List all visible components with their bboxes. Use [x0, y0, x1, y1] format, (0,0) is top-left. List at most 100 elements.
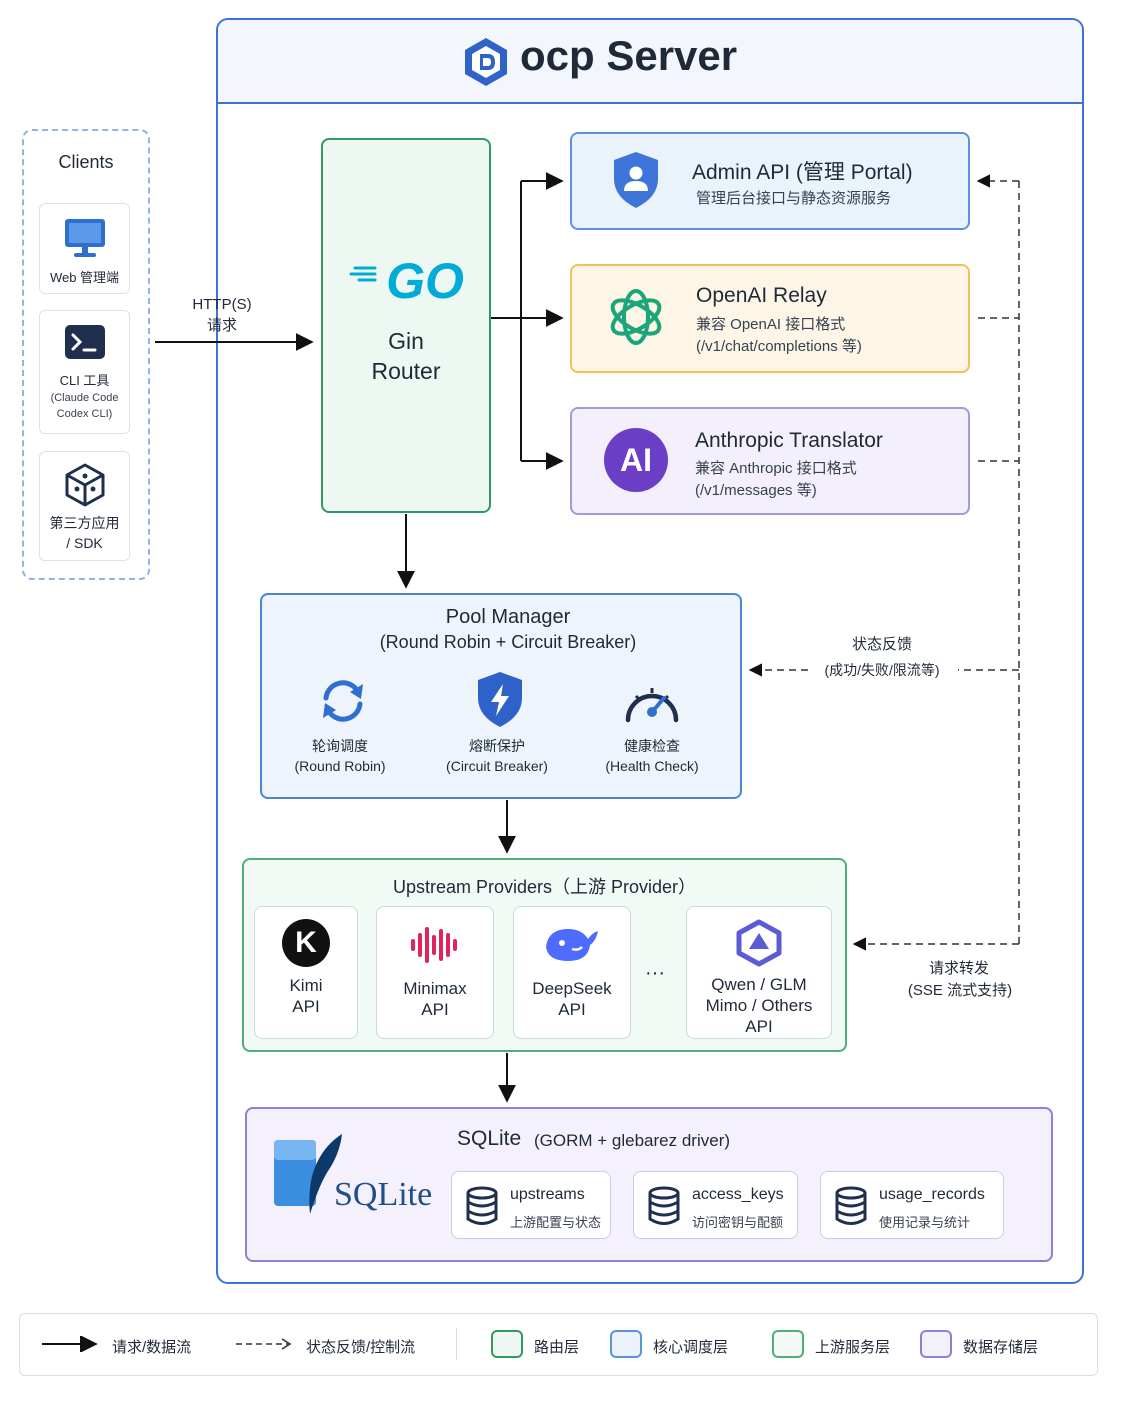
round-robin-icon: [323, 680, 363, 722]
provider-others-line-1: Qwen / GLM: [711, 975, 807, 994]
pool-health-check-sub: (Health Check): [605, 758, 699, 774]
legend-routing-label: 路由层: [534, 1339, 580, 1356]
client-sdk-label-2: / SDK: [66, 535, 103, 551]
openai-relay-sub-1: 兼容 OpenAI 接口格式: [696, 316, 846, 333]
provider-deepseek-api: API: [558, 1000, 586, 1019]
legend-solid-label: 请求/数据流: [112, 1339, 192, 1356]
client-cli-label: CLI 工具: [59, 373, 110, 388]
legend-dashed-label: 状态反馈/控制流: [306, 1339, 416, 1356]
pool-round-robin-sub: (Round Robin): [294, 758, 386, 774]
request-forward-label-1: 请求转发: [928, 960, 989, 977]
table-access-keys-desc: 访问密钥与配额: [692, 1215, 784, 1230]
anthropic-translator-sub-1: 兼容 Anthropic 接口格式: [695, 460, 857, 477]
http-label-2: 请求: [206, 317, 237, 334]
minimax-logo-icon: [411, 927, 457, 963]
terminal-icon: [64, 325, 105, 359]
request-forward-label-2: (SSE 流式支持): [907, 982, 1013, 999]
openai-logo-icon: [610, 289, 662, 345]
go-logo: GO: [386, 253, 464, 309]
client-cli-sub-1: (Claude Code: [50, 392, 119, 404]
provider-others-line-3: API: [745, 1017, 773, 1036]
table-upstreams[interactable]: upstreams 上游配置与状态: [451, 1171, 611, 1239]
legend-swatch-upstream: [772, 1330, 804, 1358]
client-cli[interactable]: CLI 工具 (Claude Code Codex CLI): [39, 310, 130, 434]
openai-relay-sub-2: (/v1/chat/completions 等): [696, 338, 862, 355]
database-icon: [466, 1186, 498, 1225]
openai-relay-title: OpenAI Relay: [696, 284, 827, 307]
providers-ellipsis: ···: [645, 962, 665, 984]
anthropic-translator-title: Anthropic Translator: [695, 429, 883, 452]
legend-upstream-label: 上游服务层: [815, 1339, 891, 1356]
pool-manager-sub: (Round Robin + Circuit Breaker): [379, 632, 637, 652]
client-web[interactable]: Web 管理端: [39, 203, 130, 294]
provider-deepseek[interactable]: DeepSeek API: [513, 906, 631, 1039]
table-upstreams-desc: 上游配置与状态: [510, 1215, 602, 1230]
admin-api-sub: 管理后台接口与静态资源服务: [696, 190, 892, 207]
gin-router-title-2: Router: [371, 358, 441, 384]
health-gauge-icon: [625, 688, 679, 723]
status-feedback-label-2: (成功/失败/限流等): [824, 662, 940, 678]
server-header: [218, 20, 1082, 104]
kimi-logo-icon: K: [282, 919, 330, 967]
status-feedback-label-1: 状态反馈: [851, 636, 912, 653]
clients-title: Clients: [58, 152, 114, 172]
pool-round-robin-label: 轮询调度: [312, 738, 368, 754]
client-cli-sub-2: Codex CLI): [56, 408, 113, 420]
legend-divider: [456, 1328, 457, 1360]
sqlite-title: SQLite: [457, 1127, 522, 1150]
legend-storage-label: 数据存储层: [963, 1339, 1039, 1356]
server-logo-icon: [465, 38, 507, 86]
gin-router-title-1: Gin: [388, 328, 424, 354]
client-sdk[interactable]: 第三方应用 / SDK: [39, 451, 130, 561]
sqlite-feather-icon: [274, 1134, 342, 1214]
table-usage-records-name: usage_records: [879, 1186, 985, 1203]
pool-circuit-breaker-sub: (Circuit Breaker): [446, 758, 548, 774]
gin-router-box: [321, 138, 491, 513]
openai-relay-card[interactable]: [570, 264, 970, 373]
server-title: ocp Server: [520, 32, 738, 79]
legend-core-label: 核心调度层: [653, 1339, 729, 1356]
provider-minimax-name: Minimax: [403, 979, 467, 998]
anthropic-translator-sub-2: (/v1/messages 等): [695, 482, 817, 499]
provider-others[interactable]: Qwen / GLM Mimo / Others API: [686, 906, 832, 1039]
pool-manager-title: Pool Manager: [445, 606, 571, 628]
upstream-providers-title: Upstream Providers（上游 Provider）: [392, 877, 697, 897]
table-access-keys[interactable]: access_keys 访问密钥与配额: [633, 1171, 798, 1239]
provider-kimi-api: API: [292, 997, 320, 1016]
table-usage-records-desc: 使用记录与统计: [879, 1215, 971, 1230]
provider-kimi[interactable]: K Kimi API: [254, 906, 358, 1039]
shield-user-icon: [614, 152, 658, 208]
database-icon: [648, 1186, 680, 1225]
gin-router-title: Gin Router: [321, 326, 491, 386]
anthropic-ai-icon: AI: [604, 428, 668, 492]
provider-minimax[interactable]: Minimax API: [376, 906, 494, 1039]
legend: [19, 1313, 1098, 1376]
qwen-logo-icon: [736, 919, 782, 967]
circuit-breaker-shield-icon: [478, 672, 522, 727]
table-upstreams-name: upstreams: [510, 1186, 585, 1203]
pool-circuit-breaker-label: 熔断保护: [469, 738, 525, 754]
sqlite-sub: (GORM + glebarez driver): [534, 1131, 731, 1150]
provider-others-line-2: Mimo / Others: [705, 996, 813, 1015]
pool-health-check-label: 健康检查: [624, 738, 680, 754]
legend-swatch-routing: [491, 1330, 523, 1358]
table-usage-records[interactable]: usage_records 使用记录与统计: [820, 1171, 1004, 1239]
legend-solid-arrow-icon: [42, 1336, 98, 1352]
cube-icon: [65, 463, 104, 507]
provider-minimax-api: API: [421, 1000, 449, 1019]
monitor-icon: [64, 219, 105, 257]
deepseek-whale-icon: [546, 929, 598, 961]
legend-swatch-core: [610, 1330, 642, 1358]
go-speed-lines-icon: [349, 266, 377, 282]
client-sdk-label-1: 第三方应用: [49, 515, 120, 531]
provider-deepseek-name: DeepSeek: [532, 979, 612, 998]
database-icon: [835, 1186, 867, 1225]
provider-kimi-name: Kimi: [289, 976, 323, 995]
table-access-keys-name: access_keys: [692, 1186, 784, 1203]
legend-swatch-storage: [920, 1330, 952, 1358]
client-web-label: Web 管理端: [49, 270, 120, 285]
http-label-1: HTTP(S): [192, 296, 252, 313]
clients-group: [22, 129, 150, 580]
legend-dashed-arrow-icon: [236, 1338, 292, 1350]
sqlite-logo-text: SQLite: [334, 1176, 433, 1213]
